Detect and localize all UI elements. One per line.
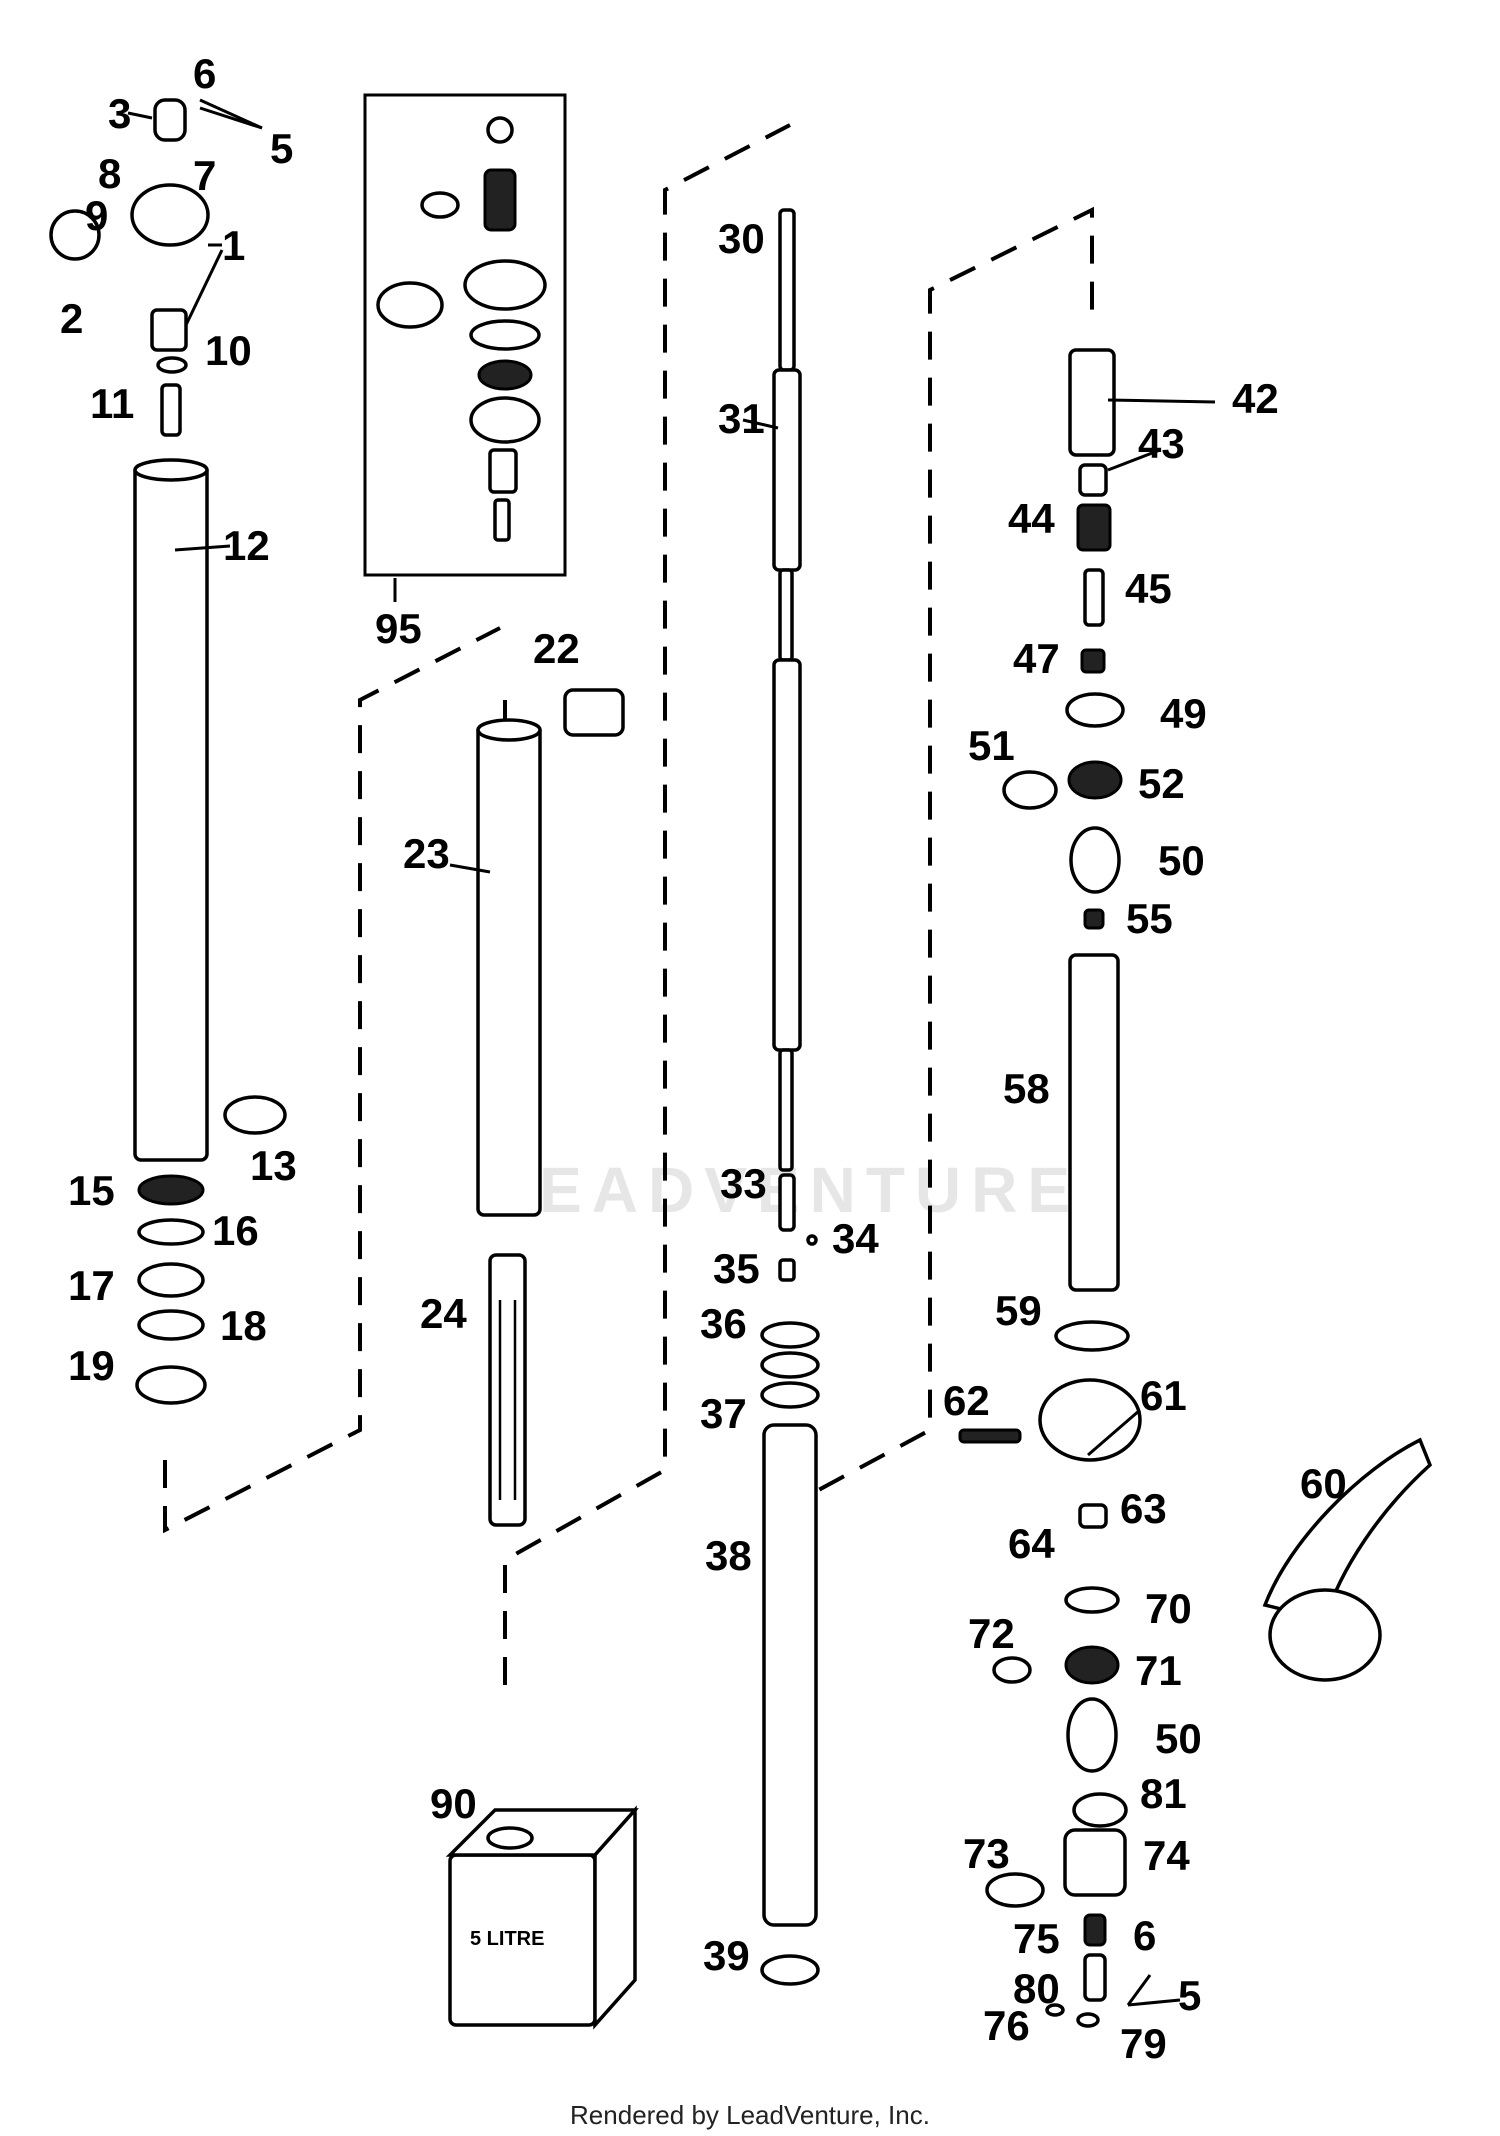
callout-36: 36 xyxy=(700,1300,747,1347)
callout-63: 63 xyxy=(1120,1485,1167,1532)
callout-35: 35 xyxy=(713,1245,760,1292)
callout-23: 23 xyxy=(403,830,450,877)
oil-can-label: 5 LITRE xyxy=(470,1928,544,1950)
callout-72: 72 xyxy=(968,1610,1015,1657)
middle-column-parts xyxy=(476,688,625,1527)
callout-7: 7 xyxy=(193,152,216,199)
callout-39: 39 xyxy=(703,1932,750,1979)
outer-tube-12 xyxy=(133,463,209,1162)
callout-8: 8 xyxy=(98,150,121,197)
callout-6a: 6 xyxy=(193,50,216,97)
assembly-dash-lines xyxy=(163,123,1094,1800)
callout-64: 64 xyxy=(1008,1520,1055,1567)
callout-2: 2 xyxy=(60,295,83,342)
callout-47: 47 xyxy=(1013,635,1060,682)
callout-79: 79 xyxy=(1120,2020,1167,2067)
callout-1: 1 xyxy=(222,222,245,269)
callout-43: 43 xyxy=(1138,420,1185,467)
callout-49: 49 xyxy=(1160,690,1207,737)
callout-76: 76 xyxy=(983,2002,1030,2049)
callout-75: 75 xyxy=(1013,1915,1060,1962)
callout-74: 74 xyxy=(1143,1832,1190,1879)
callout-51: 51 xyxy=(968,722,1015,769)
callout-5a: 5 xyxy=(270,125,293,172)
callout-13: 13 xyxy=(250,1142,297,1189)
callout-44: 44 xyxy=(1008,495,1055,542)
damper-cartridge-58 xyxy=(1068,953,1120,1292)
callout-34: 34 xyxy=(832,1215,879,1262)
right-column-parts xyxy=(958,348,1433,2028)
callout-17: 17 xyxy=(68,1262,115,1309)
callout-6b: 6 xyxy=(1133,1912,1156,1959)
callout-3: 3 xyxy=(108,90,131,137)
callout-70: 70 xyxy=(1145,1585,1192,1632)
callout-50b: 50 xyxy=(1155,1715,1202,1762)
callout-5b: 5 xyxy=(1178,1972,1201,2019)
callout-16: 16 xyxy=(212,1207,259,1254)
callout-59: 59 xyxy=(995,1287,1042,1334)
callout-52: 52 xyxy=(1138,760,1185,807)
callout-55: 55 xyxy=(1126,895,1173,942)
callout-73: 73 xyxy=(963,1830,1010,1877)
callout-9: 9 xyxy=(85,192,108,239)
oil-can-90: 5 LITRE xyxy=(445,1805,639,2030)
callout-45: 45 xyxy=(1125,565,1172,612)
callout-60: 60 xyxy=(1300,1460,1347,1507)
callout-58: 58 xyxy=(1003,1065,1050,1112)
callout-15: 15 xyxy=(68,1167,115,1214)
callout-12: 12 xyxy=(223,522,270,569)
callout-80: 80 xyxy=(1013,1965,1060,2012)
inner-tube-23 xyxy=(476,723,542,1217)
damper-tube-24 xyxy=(488,1253,527,1527)
callout-81: 81 xyxy=(1140,1770,1187,1817)
callout-95: 95 xyxy=(375,605,422,652)
axle-clamp-61 xyxy=(1038,1378,1142,1462)
callout-62: 62 xyxy=(943,1377,990,1424)
callout-31: 31 xyxy=(718,395,765,442)
callout-71: 71 xyxy=(1135,1647,1182,1694)
callout-90: 90 xyxy=(430,1780,477,1827)
callout-50a: 50 xyxy=(1158,837,1205,884)
callout-30: 30 xyxy=(718,215,765,262)
fork-spring-38 xyxy=(762,1423,818,1927)
callout-42: 42 xyxy=(1232,375,1279,422)
kit-box-95 xyxy=(363,93,567,602)
leader-lines xyxy=(127,98,1216,2007)
callout-37: 37 xyxy=(700,1390,747,1437)
callout-38: 38 xyxy=(705,1532,752,1579)
callout-24: 24 xyxy=(420,1290,467,1337)
callout-18: 18 xyxy=(220,1302,267,1349)
callout-22: 22 xyxy=(533,625,580,672)
footer-credit: Rendered by LeadVenture, Inc. xyxy=(570,2100,930,2130)
callout-33: 33 xyxy=(720,1160,767,1207)
callout-labels: 1 2 3 5 6 7 8 9 10 11 12 13 15 16 17 18 … xyxy=(60,50,1347,2067)
axle-clamp-60 xyxy=(1268,1588,1382,1682)
callout-11: 11 xyxy=(90,380,134,427)
callout-61: 61 xyxy=(1140,1372,1187,1419)
center-column-parts xyxy=(760,208,820,1986)
callout-10: 10 xyxy=(205,327,252,374)
callout-19: 19 xyxy=(68,1342,115,1389)
left-column-parts xyxy=(49,98,287,1405)
